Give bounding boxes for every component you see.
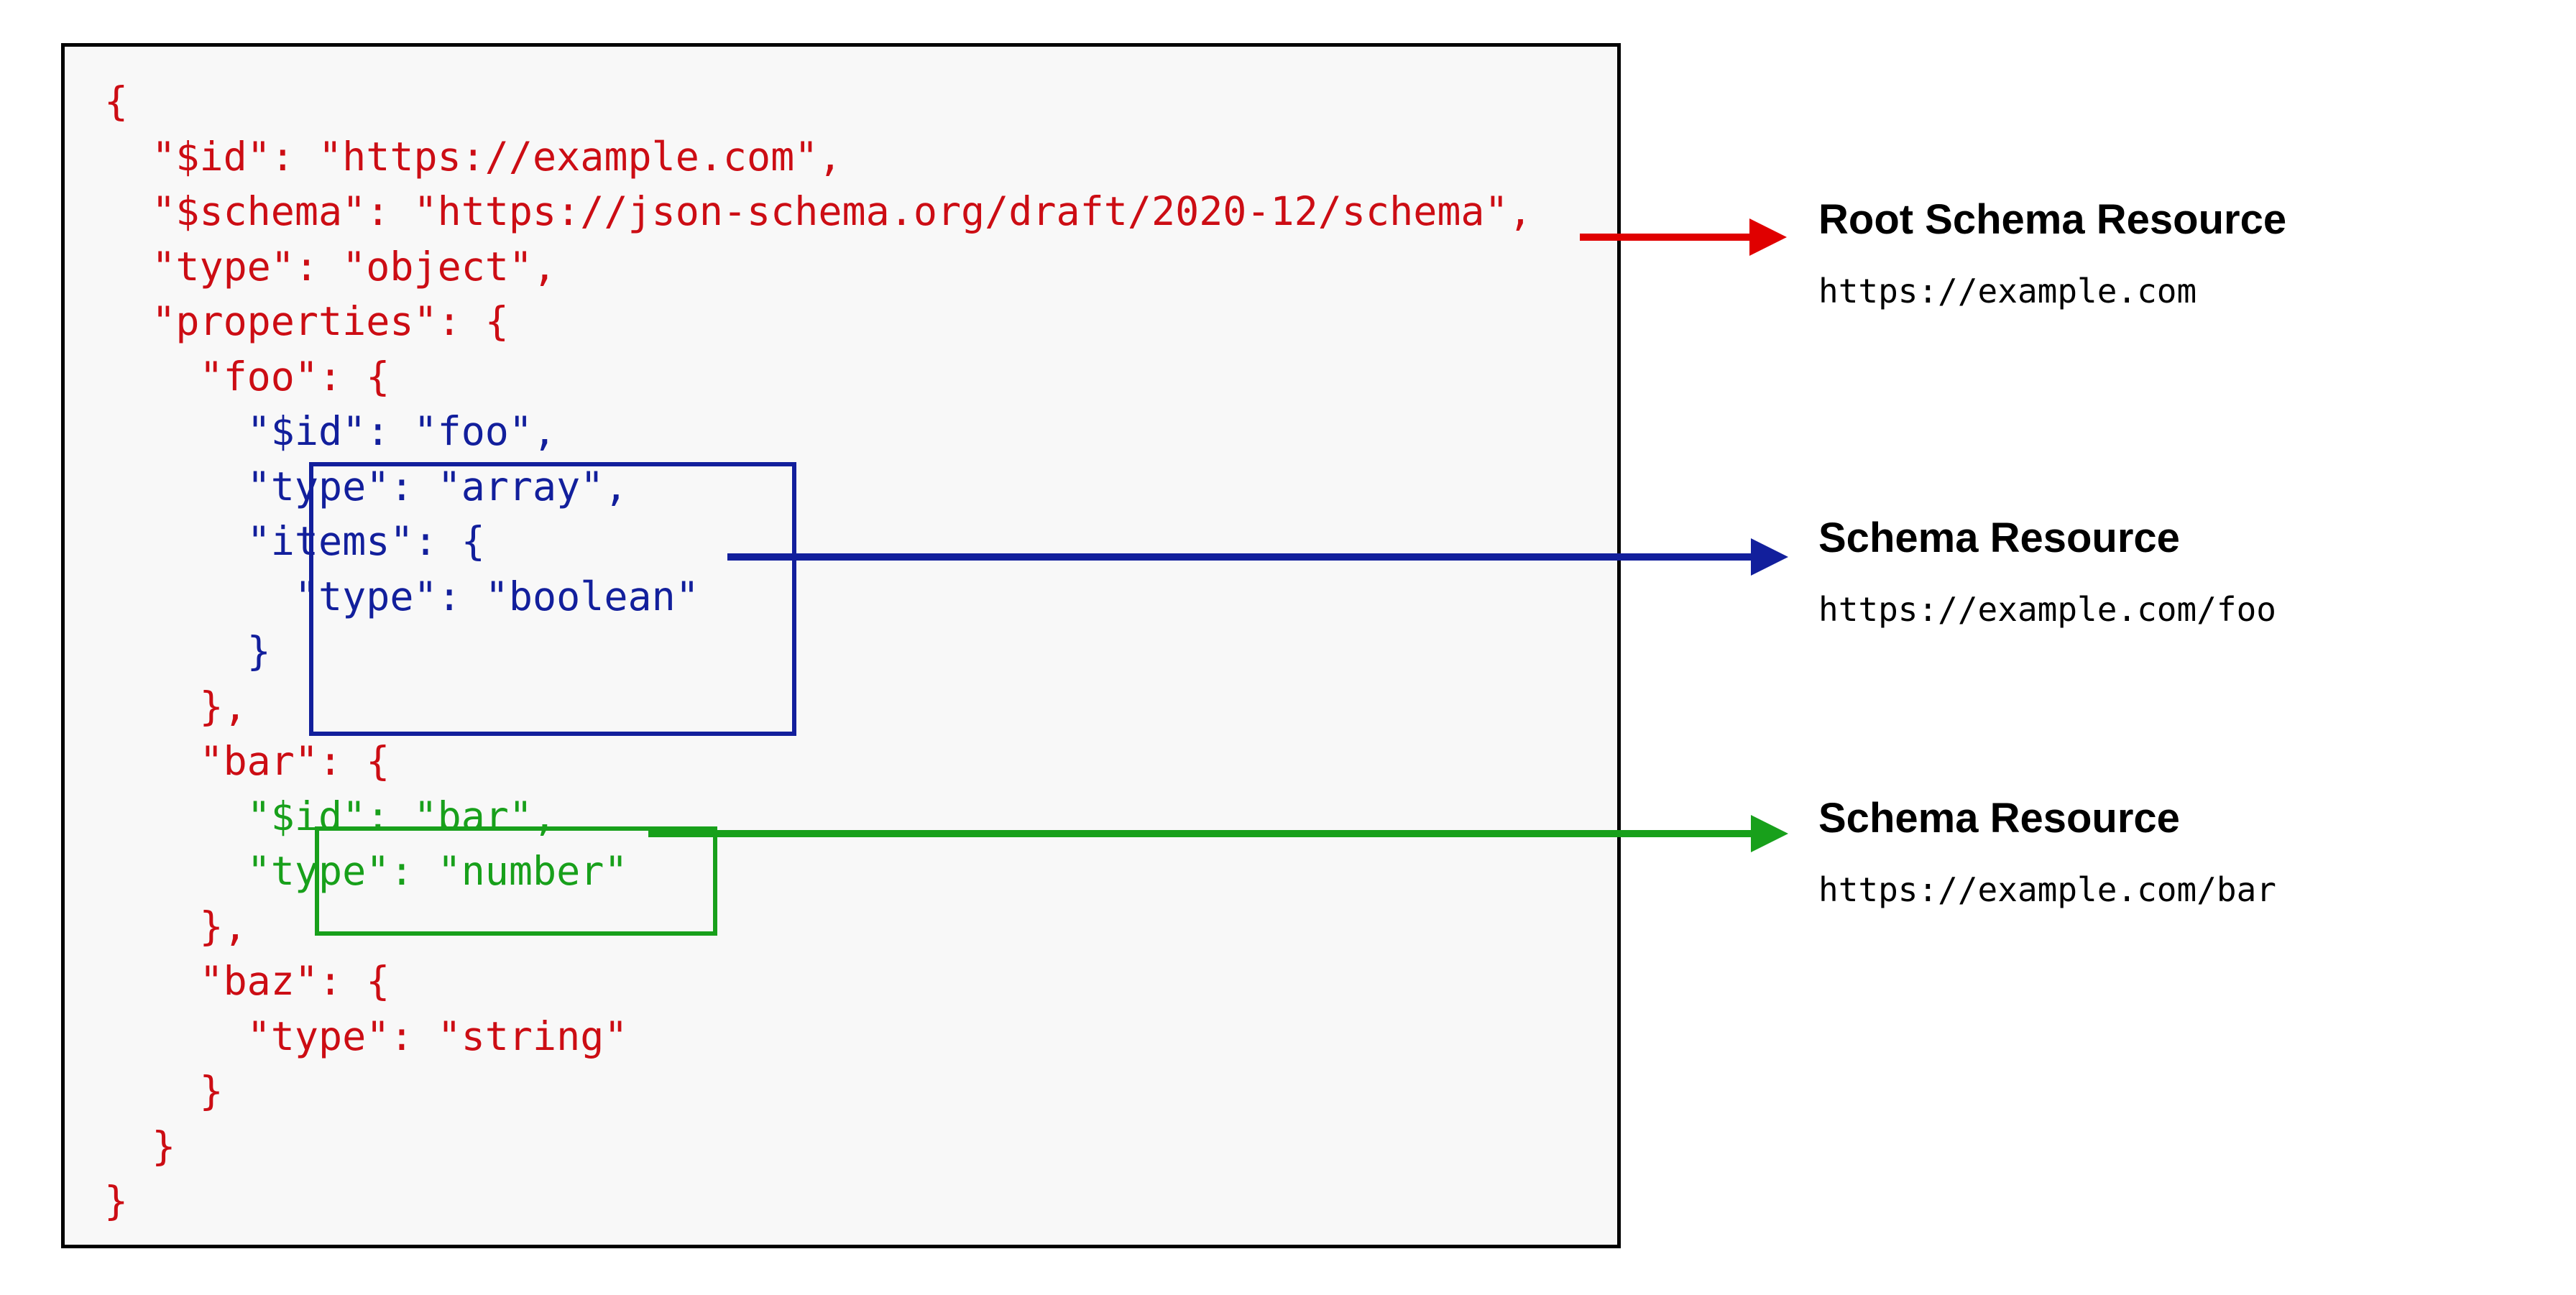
code-line: } [104, 628, 271, 674]
code-line: }, [104, 683, 247, 729]
code-line: "bar": { [104, 738, 390, 784]
callout-url: https://example.com/bar [1818, 870, 2276, 909]
code-line: "foo": { [104, 353, 390, 400]
callout-bar-schema-resource: Schema Resource https://example.com/bar [1818, 795, 2537, 909]
callout-title: Schema Resource [1818, 515, 2180, 561]
code-line: "$id": "bar", [104, 793, 557, 839]
callout-foo-schema-resource: Schema Resource https://example.com/foo [1818, 515, 2537, 629]
callout-title: Root Schema Resource [1818, 196, 2287, 243]
code-line: "$schema": "https://json-schema.org/draf… [104, 188, 1532, 234]
code-line: }, [104, 903, 247, 949]
code-line: } [104, 1178, 129, 1224]
code-line: "type": "array", [104, 463, 628, 510]
arrow-shaft [1580, 234, 1755, 241]
json-code-listing: { "$id": "https://example.com", "$schema… [104, 74, 1532, 1229]
arrow-head-icon [1749, 218, 1787, 256]
arrow-head-icon [1751, 538, 1788, 576]
code-line: "baz": { [104, 958, 390, 1004]
arrow-shaft [648, 830, 1757, 837]
callout-root-schema-resource: Root Schema Resource https://example.com [1818, 198, 2537, 310]
code-line: } [104, 1068, 224, 1114]
callout-url: https://example.com/foo [1818, 590, 2276, 629]
code-line: { [104, 78, 129, 124]
code-line: "type": "string" [104, 1013, 628, 1059]
arrow-shaft [727, 553, 1757, 561]
code-line: } [104, 1123, 176, 1169]
code-line: "type": "object", [104, 243, 557, 290]
callout-url: https://example.com [1818, 272, 2197, 310]
code-line: "properties": { [104, 298, 509, 344]
code-line: "type": "number" [104, 848, 628, 894]
code-line: "items": { [104, 518, 485, 564]
callout-title: Schema Resource [1818, 795, 2180, 842]
code-line: "type": "boolean" [104, 573, 699, 619]
foo-schema-resource-highlight-box [309, 462, 796, 736]
bar-schema-resource-highlight-box [315, 826, 717, 936]
code-line: "$id": "https://example.com", [104, 133, 842, 180]
json-code-panel: { "$id": "https://example.com", "$schema… [61, 43, 1621, 1248]
code-line: "$id": "foo", [104, 408, 557, 454]
arrow-head-icon [1751, 815, 1788, 852]
